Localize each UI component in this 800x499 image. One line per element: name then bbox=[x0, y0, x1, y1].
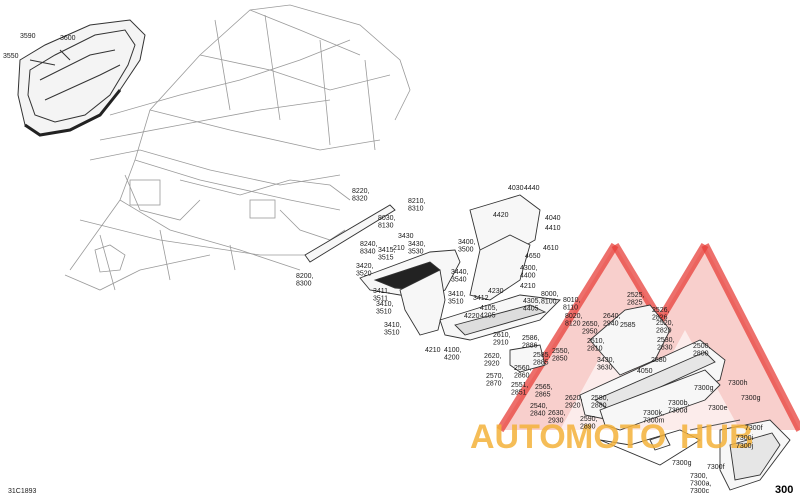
part-label-7300: 7300,7300a,7300c bbox=[690, 473, 711, 495]
part-label-8030: 8030,8130 bbox=[378, 215, 396, 230]
part-label-2565: 2565,2865 bbox=[535, 384, 553, 399]
part-label-4050: 4050 bbox=[637, 368, 653, 375]
part-label-7300g1: 7300g bbox=[694, 385, 714, 392]
watermark-stroke-4 bbox=[701, 243, 800, 432]
part-label-3412: 3412 bbox=[473, 295, 489, 302]
part-label-3430c: 3430,3630 bbox=[597, 357, 615, 372]
part-label-2590: 2590,2890 bbox=[580, 416, 598, 431]
part-label-7300g3: 7300g bbox=[672, 460, 692, 467]
part-label-3415: 3415,3515 bbox=[378, 247, 396, 262]
part-label-4420: 4420 bbox=[493, 212, 509, 219]
part-label-7300i: 7300i bbox=[736, 435, 754, 442]
page-number: 300 bbox=[775, 484, 793, 496]
part-label-3400: 3400,3500 bbox=[458, 239, 476, 254]
part-label-2585b: 2585 bbox=[620, 322, 636, 329]
part-label-2640: 2640,2940 bbox=[603, 313, 621, 328]
part-label-2510: 2510,2810 bbox=[587, 338, 605, 353]
part-label-2540: 2540,2840 bbox=[530, 403, 548, 418]
part-label-4300: 4300,4400 bbox=[520, 265, 538, 280]
part-label-4220: 4220 bbox=[464, 313, 480, 320]
part-label-3590: 3590 bbox=[20, 33, 36, 40]
side-panel-parts-drawing bbox=[579, 304, 791, 491]
part-label-2520: 2520,2820 bbox=[656, 320, 674, 335]
console-parts-drawing bbox=[304, 194, 561, 373]
part-label-2500: 2500,2800 bbox=[693, 343, 711, 358]
reference-code: 31C1893 bbox=[8, 488, 37, 495]
part-label-2530: 2530,2830 bbox=[657, 337, 675, 352]
part-label-3410b: 3410,3510 bbox=[376, 301, 394, 316]
part-label-3550: 3550 bbox=[3, 53, 19, 60]
part-label-4305: 4305,4405 bbox=[523, 298, 541, 313]
part-label-7300e: 7300e bbox=[708, 405, 728, 412]
part-label-7300b: 7300b,7300d bbox=[668, 400, 689, 415]
part-label-3600: 3600 bbox=[60, 35, 76, 42]
part-label-2580: 2580 bbox=[651, 357, 667, 364]
part-label-2580b: 2580,2880 bbox=[591, 395, 609, 410]
part-label-7300k: 7300k,7300m bbox=[643, 410, 665, 425]
part-label-2630: 2630,2930 bbox=[548, 410, 566, 425]
part-label-4100: 4100,4200 bbox=[444, 347, 462, 362]
part-label-4105: 4105,4205 bbox=[480, 305, 498, 320]
part-label-8220: 8220,8320 bbox=[352, 188, 370, 203]
door-panel-drawing bbox=[17, 19, 146, 137]
part-label-3410a: 3410,3510 bbox=[448, 291, 466, 306]
part-label-4650: 4650 bbox=[525, 253, 541, 260]
part-label-8020: 8020,8120 bbox=[565, 313, 583, 328]
part-label-7300f1: 7300f bbox=[745, 425, 763, 432]
part-label-4210a: 4210 bbox=[520, 283, 536, 290]
part-label-2560: 2560,2860 bbox=[514, 365, 532, 380]
part-label-2526: 2526,2826 bbox=[652, 307, 670, 322]
part-label-2650: 2650,2950 bbox=[582, 321, 600, 336]
part-label-210: 210 bbox=[393, 245, 405, 252]
part-label-7300j: 7300j bbox=[736, 443, 754, 450]
watermark-hub: HUB bbox=[680, 418, 754, 456]
part-label-3430: 3430 bbox=[398, 233, 414, 240]
part-label-2586: 2586,2886 bbox=[522, 335, 540, 350]
part-label-8000: 8000,8100 bbox=[541, 291, 559, 306]
part-label-7300g2: 7300g bbox=[741, 395, 761, 402]
part-label-2620b: 2620,2920 bbox=[565, 395, 583, 410]
part-label-8010: 8010,8110 bbox=[563, 297, 581, 312]
part-label-2585: 2585,2885 bbox=[533, 352, 551, 367]
watermark-auto: AUTO bbox=[470, 418, 566, 456]
watermark-stroke-3 bbox=[656, 242, 709, 323]
part-label-4440: 4440 bbox=[524, 185, 540, 192]
part-label-2570: 2570,2870 bbox=[486, 373, 504, 388]
part-label-3420: 3420,3520 bbox=[356, 263, 374, 278]
watermark-stroke-1 bbox=[496, 242, 619, 433]
part-label-8210: 8210,8310 bbox=[408, 198, 426, 213]
part-label-4610: 4610 bbox=[543, 245, 559, 252]
part-label-8200: 8200,8300 bbox=[296, 273, 314, 288]
part-label-2550: 2550,2850 bbox=[552, 348, 570, 363]
part-label-3430b: 3430,3530 bbox=[408, 241, 426, 256]
part-label-2525: 2525,2825 bbox=[627, 292, 645, 307]
part-label-2610: 2610,2910 bbox=[493, 332, 511, 347]
part-label-2620: 2620,2920 bbox=[484, 353, 502, 368]
watermark-text: AUTO MOTO HUB bbox=[470, 418, 754, 456]
part-label-2551: 2551,2851 bbox=[511, 382, 529, 397]
part-label-3411: 3411,3511 bbox=[373, 288, 390, 303]
part-label-3440: 3440,3540 bbox=[451, 269, 469, 284]
part-label-3410c: 3410,3510 bbox=[384, 322, 402, 337]
part-label-4210b: 4210 bbox=[425, 347, 441, 354]
part-label-4030: 4030 bbox=[508, 185, 524, 192]
part-label-4410: 4410 bbox=[545, 225, 561, 232]
part-label-7300f2: 7300f bbox=[707, 464, 725, 471]
watermark-moto: MOTO bbox=[565, 418, 666, 456]
vehicle-frame-drawing bbox=[64, 4, 411, 291]
part-label-8240: 8240,8340 bbox=[360, 241, 378, 256]
part-label-7300h: 7300h bbox=[728, 380, 748, 387]
part-label-4230: 4230 bbox=[488, 288, 504, 295]
part-label-4040: 4040 bbox=[545, 215, 561, 222]
